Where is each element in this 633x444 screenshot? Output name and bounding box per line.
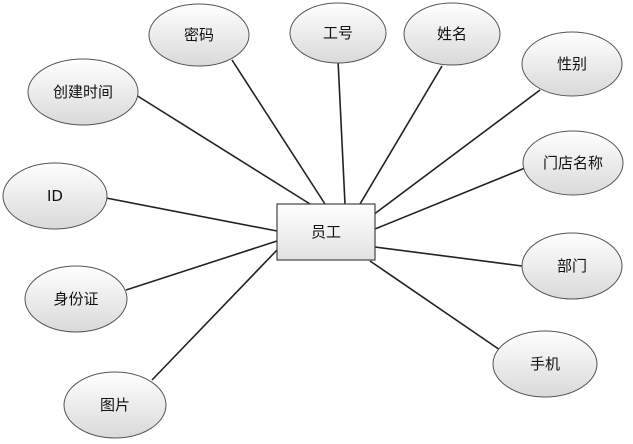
attribute-store-name-label: 门店名称 <box>543 154 603 172</box>
connector-created-time <box>135 94 311 205</box>
connector-lines <box>105 59 541 381</box>
entity-employee: 员工 <box>276 203 376 261</box>
attribute-employee-id-label: 工号 <box>323 24 353 42</box>
attribute-password-label: 密码 <box>184 26 214 44</box>
attribute-name: 姓名 <box>403 2 501 66</box>
connector-id <box>105 197 278 232</box>
connector-name <box>359 65 443 205</box>
attribute-id: ID <box>2 162 108 230</box>
attribute-picture: 图片 <box>63 371 167 439</box>
entity-label: 员工 <box>311 223 341 241</box>
connector-employee-id <box>337 59 346 205</box>
entity-box <box>276 203 376 261</box>
connector-password <box>231 59 326 205</box>
attribute-nodes: 密码 工号 姓名 性别 门店名称 部门 手机 图片 <box>2 2 624 439</box>
attribute-id-label: ID <box>47 187 63 205</box>
connector-id-card <box>125 240 278 291</box>
attribute-name-label: 姓名 <box>437 25 467 43</box>
connector-department <box>374 246 523 267</box>
attribute-created-time-label: 创建时间 <box>53 83 113 101</box>
connector-gender <box>372 89 541 216</box>
connector-store-name <box>374 167 526 230</box>
attribute-phone: 手机 <box>492 330 598 398</box>
attribute-id-card-label: 身份证 <box>53 290 98 308</box>
attribute-store-name: 门店名称 <box>522 130 624 196</box>
attribute-picture-label: 图片 <box>100 396 130 414</box>
attribute-id-card: 身份证 <box>24 265 128 333</box>
attribute-department-label: 部门 <box>557 257 587 275</box>
attribute-gender-label: 性别 <box>557 55 587 73</box>
attribute-department: 部门 <box>521 232 623 300</box>
connector-phone <box>369 260 501 351</box>
attribute-employee-id: 工号 <box>289 2 387 64</box>
attribute-created-time: 创建时间 <box>27 58 139 126</box>
attribute-password: 密码 <box>148 3 250 67</box>
connector-picture <box>151 248 279 381</box>
attribute-phone-label: 手机 <box>530 355 560 373</box>
attribute-gender: 性别 <box>521 31 623 97</box>
